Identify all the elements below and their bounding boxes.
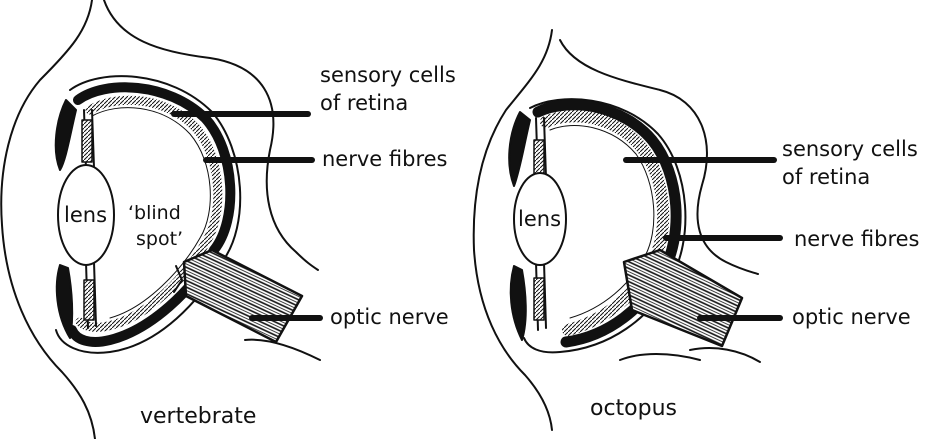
octopus-optic-nerve-label: optic nerve xyxy=(792,304,911,330)
vertebrate-lens-label: lens xyxy=(64,202,107,228)
vertebrate-sensory-label-line2: of retina xyxy=(320,90,408,116)
octopus-sensory-label-line1: sensory cells xyxy=(782,136,918,162)
octopus-optic-nerve xyxy=(624,250,742,346)
octopus-lens-label: lens xyxy=(518,206,561,232)
vertebrate-iris-lower xyxy=(57,265,72,338)
octopus-nerve-fibres-label: nerve fibres xyxy=(794,226,919,252)
blind-spot-label-line1: ‘blind xyxy=(128,202,181,224)
octopus-iris-upper xyxy=(509,112,530,186)
octopus-iris-lower xyxy=(511,266,526,340)
vertebrate-sensory-label-line1: sensory cells xyxy=(320,62,456,88)
vertebrate-caption: vertebrate xyxy=(140,404,256,430)
vertebrate-optic-nerve-label: optic nerve xyxy=(330,304,449,330)
blind-spot-label-line2: spot’ xyxy=(136,228,183,250)
octopus-caption: octopus xyxy=(590,396,677,422)
vertebrate-nerve-fibres-label: nerve fibres xyxy=(322,146,447,172)
vertebrate-iris-upper xyxy=(56,100,76,170)
vertebrate-optic-nerve xyxy=(184,250,302,342)
octopus-sensory-label-line2: of retina xyxy=(782,164,870,190)
